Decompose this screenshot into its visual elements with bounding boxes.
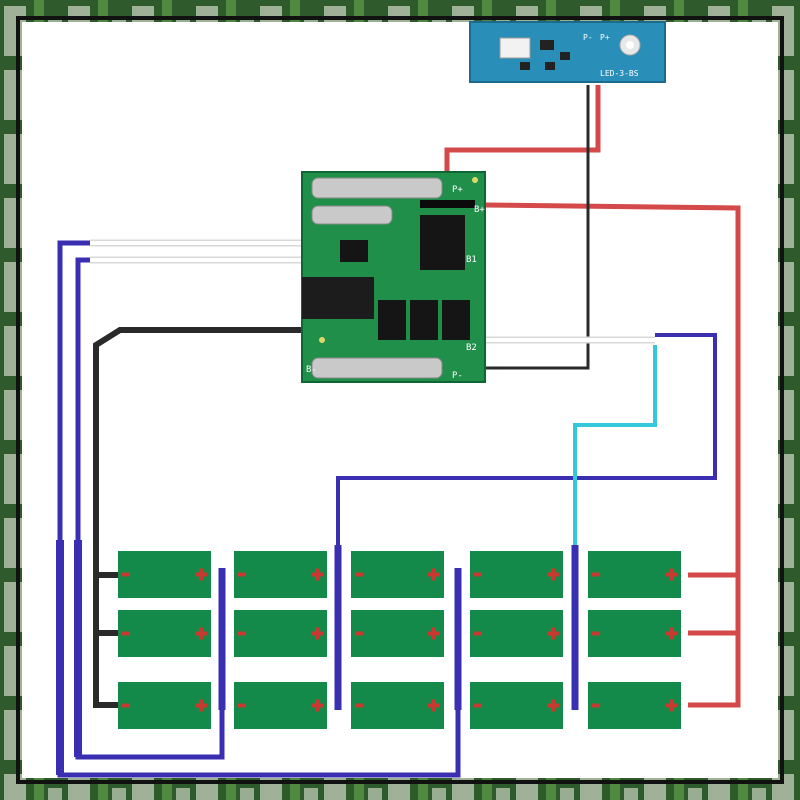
cell-positive-terminal xyxy=(428,699,440,712)
bms-board: P+ B+ B1 B2 B- P- xyxy=(301,171,486,383)
cell-negative-terminal xyxy=(355,703,363,708)
cell-negative-terminal xyxy=(592,572,600,577)
black-wire-b-minus xyxy=(93,327,302,708)
cell-negative-terminal xyxy=(592,631,600,636)
cell-positive-terminal xyxy=(428,627,440,640)
led-chip-2 xyxy=(560,52,570,60)
led-label-p-plus: P+ xyxy=(600,33,610,42)
cell-positive-terminal xyxy=(195,568,207,581)
bms-label-p-minus: P- xyxy=(452,371,463,381)
battery-cells xyxy=(118,551,681,729)
led-label-model: LED-3-BS xyxy=(600,69,639,78)
cell-negative-terminal xyxy=(122,703,130,708)
cell-positive-terminal xyxy=(665,568,677,581)
cell-positive-terminal xyxy=(195,627,207,640)
bms-pad-mid xyxy=(311,205,393,225)
led-chip-3 xyxy=(520,62,530,70)
cell-negative-terminal xyxy=(355,572,363,577)
cell-negative-terminal xyxy=(474,631,482,636)
bms-mosfet-2 xyxy=(410,300,438,340)
bms-label-b-minus: B- xyxy=(306,365,317,375)
cell-positive-terminal xyxy=(547,568,559,581)
cell-positive-terminal xyxy=(195,699,207,712)
cell-negative-terminal xyxy=(238,703,246,708)
red-wire-led-p-plus xyxy=(444,85,601,182)
bms-capacitor xyxy=(302,277,374,319)
led-label-p-minus: P- xyxy=(583,33,593,42)
cyan-wire xyxy=(573,345,657,545)
bms-mosfet-1 xyxy=(378,300,406,340)
bms-pad-p-plus xyxy=(311,177,443,199)
cell-negative-terminal xyxy=(122,572,130,577)
led-chip-4 xyxy=(545,62,555,70)
cell-positive-terminal xyxy=(547,699,559,712)
bms-mosfet-3 xyxy=(442,300,470,340)
bms-label-p-plus: P+ xyxy=(452,185,463,195)
cell-negative-terminal xyxy=(238,572,246,577)
black-wire-led-p-minus xyxy=(485,85,590,370)
led-light-core xyxy=(626,41,634,49)
cell-positive-terminal xyxy=(665,627,677,640)
cell-positive-terminal xyxy=(311,627,323,640)
bms-via-1 xyxy=(319,337,325,343)
cell-negative-terminal xyxy=(355,631,363,636)
wires xyxy=(56,85,741,778)
cell-positive-terminal xyxy=(665,699,677,712)
cell-negative-terminal xyxy=(238,631,246,636)
border-outline xyxy=(16,16,784,784)
bms-pad-p-minus xyxy=(311,357,443,379)
red-wire-b-plus xyxy=(484,202,741,708)
bms-resistor-row xyxy=(420,200,475,208)
cell-negative-terminal xyxy=(122,631,130,636)
bms-label-b1: B1 xyxy=(466,255,477,265)
bms-label-b2: B2 xyxy=(466,343,477,353)
cell-positive-terminal xyxy=(428,568,440,581)
bms-ic-small-1 xyxy=(340,240,368,262)
cell-negative-terminal xyxy=(474,703,482,708)
cell-negative-terminal xyxy=(474,572,482,577)
blue-wire-b2 xyxy=(336,333,717,575)
led-indicator-board: P- P+ LED-3-BS xyxy=(469,21,666,83)
diagram-background xyxy=(22,22,778,778)
bms-label-b-plus: B+ xyxy=(474,205,485,215)
cell-negative-terminal xyxy=(592,703,600,708)
cell-positive-terminal xyxy=(311,699,323,712)
led-connector xyxy=(499,37,531,59)
cell-positive-terminal xyxy=(311,568,323,581)
cell-positive-terminal xyxy=(547,627,559,640)
bms-ic-main xyxy=(420,215,465,270)
bms-via-2 xyxy=(472,177,478,183)
led-chip-1 xyxy=(540,40,554,50)
